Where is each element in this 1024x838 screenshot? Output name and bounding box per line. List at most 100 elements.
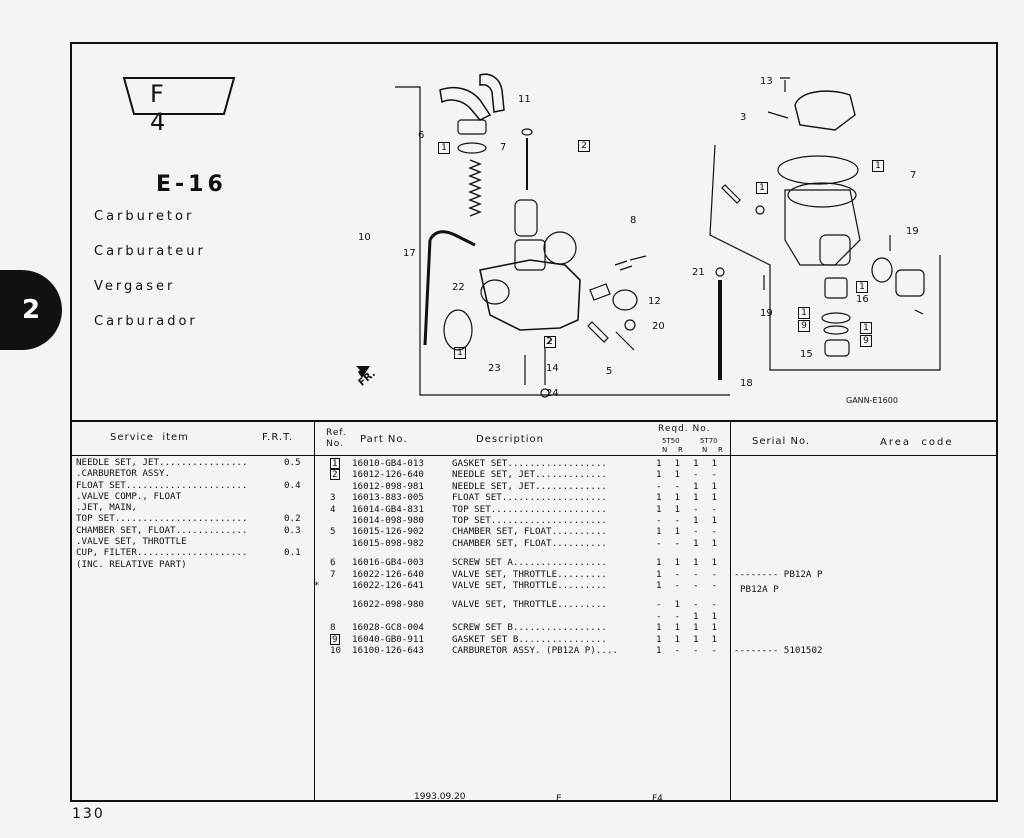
figure-box-frame (122, 77, 236, 115)
figure-table-divider (70, 420, 998, 422)
box-callout: 1 (798, 307, 810, 319)
quantity: 1 (674, 599, 681, 611)
column-divider (730, 421, 731, 802)
quantity: - (674, 480, 681, 492)
quantity: - (656, 537, 662, 549)
quantity: 1 (656, 503, 662, 515)
quantity: 1 (674, 503, 681, 515)
header-sub-n: N (702, 446, 709, 454)
carburetor-exploded-diagram (340, 73, 941, 398)
header-sub-r: R (678, 446, 684, 454)
quantity: 1 (693, 537, 699, 549)
part-number: 16012-126-640 (352, 469, 424, 481)
callout-16: 16 (856, 294, 869, 305)
header-model-a: 5T50 (662, 437, 680, 445)
ref-number: 9 (330, 633, 340, 645)
part-number: 16012-098-981 (352, 480, 424, 492)
header-serial-no: Serial No. (752, 436, 811, 447)
callout-6: 5 (606, 366, 613, 377)
quantity: 1 (674, 469, 681, 481)
quantity: 1 (656, 622, 662, 634)
service-item: NEEDLE SET, JET................0.5 (76, 457, 301, 468)
quantity: - (693, 645, 699, 656)
quantity: 1 (674, 458, 681, 469)
callout-10: 10 (358, 232, 371, 243)
callout-17: 17 (403, 248, 416, 259)
quantity: - (693, 503, 699, 515)
ref-number: 1 (330, 458, 340, 469)
quantity: 1 (693, 557, 699, 569)
callout-20: 20 (652, 321, 665, 332)
column-divider (314, 421, 315, 802)
quantity: - (656, 515, 662, 526)
quantity: 1 (711, 458, 718, 469)
description: CHAMBER SET, FLOAT.......... (452, 526, 607, 538)
description: TOP SET..................... (452, 515, 607, 526)
quantity: 1 (711, 537, 718, 549)
callout-22: 22 (452, 282, 465, 293)
box-callout: 9 (860, 335, 872, 347)
header-area-code: Area code (880, 437, 954, 448)
description: GASKET SET B................ (452, 633, 607, 645)
quantity: 1 (693, 492, 699, 504)
callout-14: 14 (546, 363, 559, 374)
ref-number: 3 (330, 492, 336, 504)
description: TOP SET..................... (452, 503, 607, 515)
quantity: 1 (656, 645, 662, 656)
quantity: - (656, 599, 662, 611)
quantity: 1 (693, 622, 699, 634)
quantity: - (711, 599, 718, 611)
callout-11: 11 (518, 94, 531, 105)
quantity: - (711, 580, 718, 591)
description: GASKET SET.................. (452, 458, 607, 469)
quantity: - (711, 568, 718, 580)
figure-code: GANN-E1600 (846, 396, 898, 405)
service-item: .CARBURETOR ASSY. (76, 468, 171, 480)
name-spanish: Carburador (94, 314, 198, 329)
callout-23: 24 (546, 388, 559, 399)
quantity: - (674, 610, 681, 622)
box-callout: 9 (798, 320, 810, 332)
quantity: 1 (693, 458, 699, 469)
callout-2: 2 (546, 336, 553, 347)
quantity: - (674, 580, 681, 591)
serial-number: -------- 5101502 (734, 645, 823, 656)
header-sub-r: R (718, 446, 724, 454)
quantity: 1 (656, 568, 662, 580)
part-number: 16100-126-643 (352, 645, 424, 656)
header-sub-n: N (662, 446, 669, 454)
quantity: 1 (711, 515, 718, 526)
quantity: - (693, 469, 699, 481)
callout-7: 7 (500, 142, 507, 153)
callout-19b: 19 (760, 308, 773, 319)
quantity: 1 (656, 458, 662, 469)
figure-box-label: F 4 (150, 80, 184, 136)
quantity: - (674, 515, 681, 526)
header-service-item: Service item (110, 432, 189, 443)
callout-3: 3 (740, 112, 747, 123)
page-frame (70, 42, 998, 802)
callout-5: 7 (910, 170, 917, 181)
header-model-b: 5T70 (700, 437, 718, 445)
ref-number: 10 (330, 645, 342, 656)
quantity: 1 (656, 469, 662, 481)
quantity: - (693, 568, 699, 580)
box-callout: 1 (860, 322, 872, 334)
serial-number: PB12A P (740, 584, 779, 595)
service-item: (INC. RELATIVE PART) (76, 558, 187, 570)
header-part-no: Part No. (360, 434, 408, 445)
part-number: 16022-126-640 (352, 568, 424, 580)
quantity: 1 (674, 526, 681, 538)
header-reqd-no: Reqd. No. (658, 424, 711, 434)
quantity: 1 (674, 622, 681, 634)
part-number: 16014-GB4-831 (352, 503, 424, 515)
